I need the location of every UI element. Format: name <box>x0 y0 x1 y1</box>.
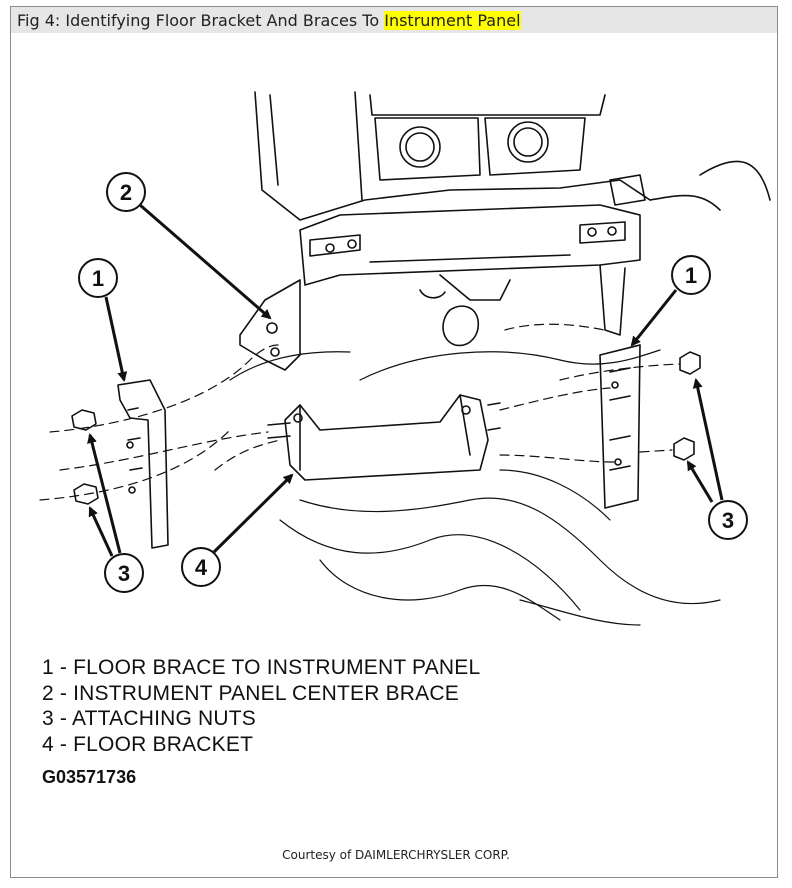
legend-item: 3 - ATTACHING NUTS <box>42 707 256 730</box>
callout-label: 3 <box>722 508 734 533</box>
callout-label: 3 <box>118 561 130 586</box>
callout-left-1: 1 <box>78 258 128 382</box>
callout-label: 4 <box>195 555 208 580</box>
figure-frame <box>10 6 778 878</box>
floor-bracket-drawing <box>267 394 501 481</box>
legend-item: 1 - FLOOR BRACE TO INSTRUMENT PANEL <box>42 656 481 679</box>
figure-title: Fig 4: Identifying Floor Bracket And Bra… <box>17 11 521 30</box>
callout-4: 4 <box>181 473 294 587</box>
title-highlight: Instrument Panel <box>384 11 521 30</box>
legend-item: 4 - FLOOR BRACKET <box>42 732 254 756</box>
callout-left-3: 3 <box>87 433 144 593</box>
callout-label: 1 <box>685 263 697 288</box>
left-floor-brace-drawing <box>117 379 169 549</box>
callout-right-3: 3 <box>686 378 748 540</box>
callouts: 1 2 1 3 3 4 <box>78 172 748 593</box>
courtesy-credit: Courtesy of DAIMLERCHRYSLER CORP. <box>282 848 510 862</box>
callout-right-1: 1 <box>630 255 711 347</box>
figure-code: G03571736 <box>42 767 137 787</box>
floor-contour-drawing <box>229 349 721 626</box>
legend-item: 2 - INSTRUMENT PANEL CENTER BRACE <box>42 681 459 705</box>
callout-2: 2 <box>106 172 272 320</box>
legend: 1 - FLOOR BRACE TO INSTRUMENT PANEL 2 - … <box>42 655 480 757</box>
callout-label: 2 <box>120 180 132 205</box>
right-floor-brace-drawing <box>599 344 641 509</box>
alignment-lines <box>39 323 681 501</box>
callout-label: 1 <box>92 266 104 291</box>
instrument-panel-drawing <box>239 91 771 371</box>
nut-drawings <box>71 351 701 505</box>
title-text: Fig 4: Identifying Floor Bracket And Bra… <box>17 11 385 30</box>
